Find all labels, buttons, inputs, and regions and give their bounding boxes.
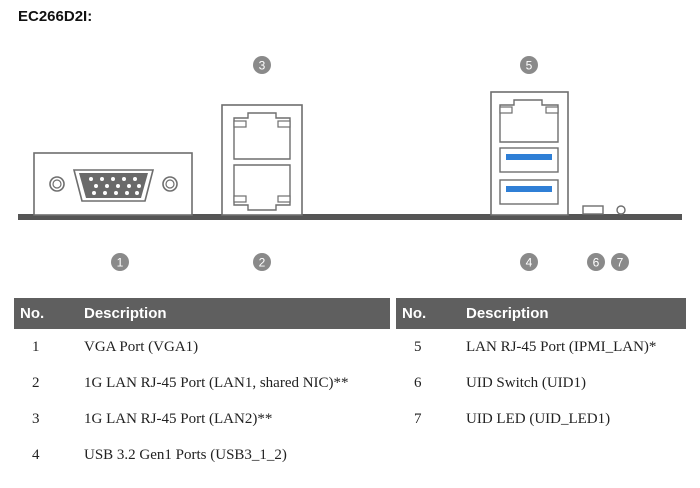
row-description: 1G LAN RJ-45 Port (LAN2)** (84, 410, 273, 427)
table-row: 4 USB 3.2 Gen1 Ports (USB3_1_2) (14, 437, 390, 473)
uid-led-icon (616, 205, 626, 215)
row-description: VGA Port (VGA1) (84, 338, 199, 355)
row-number: 3 (32, 410, 40, 427)
vga-port-icon (33, 152, 193, 216)
callout-5: 5 (520, 56, 538, 74)
row-description: 1G LAN RJ-45 Port (LAN1, shared NIC)** (84, 374, 349, 391)
callout-6: 6 (587, 253, 605, 271)
port-table-left: No. Description 1 VGA Port (VGA1) 2 1G L… (14, 298, 390, 473)
row-number: 6 (414, 374, 422, 391)
row-description: UID LED (UID_LED1) (466, 410, 611, 427)
row-number: 1 (32, 338, 40, 355)
lan-usb-stack-icon (490, 91, 569, 216)
table-row: 2 1G LAN RJ-45 Port (LAN1, shared NIC)** (14, 365, 390, 401)
row-description: UID Switch (UID1) (466, 374, 586, 391)
dual-lan-port-icon (221, 104, 303, 216)
callout-3: 3 (253, 56, 271, 74)
svg-text:3: 3 (259, 59, 266, 73)
row-number: 4 (32, 446, 40, 463)
row-number: 5 (414, 338, 422, 355)
row-description: USB 3.2 Gen1 Ports (USB3_1_2) (84, 446, 287, 463)
callout-1: 1 (111, 253, 129, 271)
svg-text:5: 5 (526, 59, 533, 73)
row-number: 7 (414, 410, 422, 427)
table-row: 3 1G LAN RJ-45 Port (LAN2)** (14, 401, 390, 437)
header-description: Description (78, 298, 390, 329)
table-header-row: No. Description (396, 298, 686, 329)
svg-text:6: 6 (593, 256, 600, 270)
table-row: 5 LAN RJ-45 Port (IPMI_LAN)* (396, 329, 686, 365)
svg-text:1: 1 (117, 256, 124, 270)
row-number: 2 (32, 374, 40, 391)
svg-text:4: 4 (526, 256, 533, 270)
svg-text:2: 2 (259, 256, 266, 270)
header-no: No. (396, 298, 460, 329)
table-header-row: No. Description (14, 298, 390, 329)
table-row: 6 UID Switch (UID1) (396, 365, 686, 401)
port-table-right: No. Description 5 LAN RJ-45 Port (IPMI_L… (396, 298, 686, 437)
header-no: No. (14, 298, 78, 329)
page-title: EC266D2I: (18, 8, 93, 25)
io-panel-diagram: 3 5 1 2 4 6 7 (18, 56, 682, 271)
svg-text:7: 7 (617, 256, 624, 270)
header-description: Description (460, 298, 686, 329)
callout-4: 4 (520, 253, 538, 271)
uid-switch-icon (582, 205, 604, 215)
panel-baseline (18, 214, 682, 220)
table-row: 7 UID LED (UID_LED1) (396, 401, 686, 437)
table-row: 1 VGA Port (VGA1) (14, 329, 390, 365)
row-description: LAN RJ-45 Port (IPMI_LAN)* (466, 338, 657, 355)
callout-7: 7 (611, 253, 629, 271)
callout-2: 2 (253, 253, 271, 271)
